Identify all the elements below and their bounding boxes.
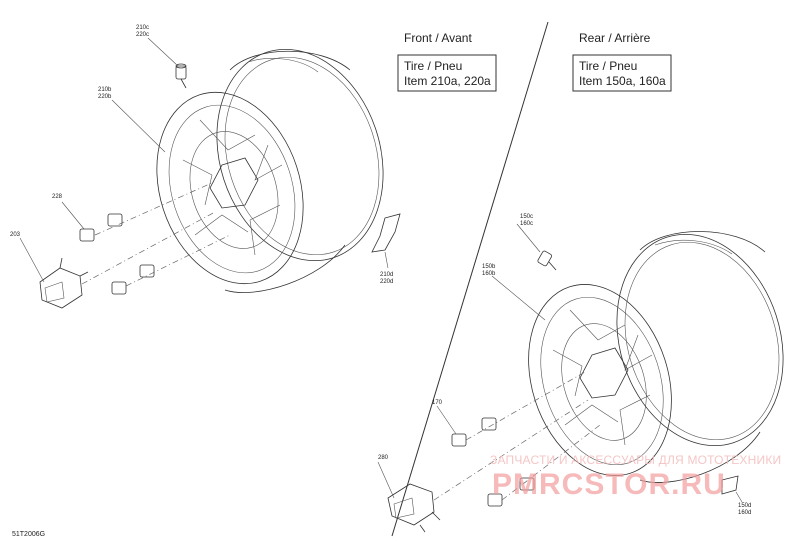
front-box-line2: Item 210a, 220a	[404, 74, 491, 88]
front-lug-nuts	[79, 213, 155, 295]
front-hub	[39, 257, 89, 309]
callout-rear-hub: 280	[378, 455, 389, 461]
front-tire-box	[397, 54, 497, 92]
callout-rear-weight-b: 160d	[738, 510, 751, 516]
rear-hub	[387, 483, 441, 533]
section-divider	[391, 21, 549, 537]
callout-rear-nut: 170	[432, 400, 443, 406]
callout-rear-rim-b: 160b	[482, 271, 496, 277]
watermark-line1: ЗАПЧАСТИ И АКСЕССУАРЫ ДЛЯ МОТОТЕХНИКИ	[490, 453, 781, 467]
rear-box-line1: Tire / Pneu	[579, 59, 637, 73]
callout-front-valve-b: 220c	[136, 32, 149, 38]
callout-front-valve-a: 210c	[136, 25, 149, 31]
rear-wheel-weight	[721, 475, 739, 495]
watermark-line2: PMRCSTOR.RU	[492, 468, 726, 501]
rear-header: Rear / Arrière	[579, 31, 651, 45]
front-wheel	[19, 37, 401, 309]
callout-front-nut: 228	[52, 194, 63, 200]
rear-tire-box	[572, 54, 672, 92]
rear-valve-stem	[537, 250, 557, 271]
callout-front-weight-b: 220d	[380, 279, 393, 285]
front-wheel-weight	[371, 213, 401, 253]
front-valve-stem	[175, 63, 187, 89]
callout-rear-rim-a: 150b	[482, 264, 496, 270]
callout-front-rim-b: 220b	[98, 94, 112, 100]
rear-wheel	[377, 223, 784, 533]
front-header: Front / Avant	[404, 31, 472, 45]
callout-front-hub: 203	[10, 232, 21, 238]
callout-rear-valve-a: 150c	[520, 214, 533, 220]
front-box-line1: Tire / Pneu	[404, 59, 462, 73]
callout-front-rim-a: 210b	[98, 87, 112, 93]
figure-code: 51T2006G	[12, 531, 45, 538]
watermark: ЗАПЧАСТИ И АКСЕССУАРЫ ДЛЯ МОТОТЕХНИКИ PM…	[490, 453, 781, 501]
callout-rear-valve-b: 160c	[520, 221, 533, 227]
callout-front-weight-a: 210d	[380, 272, 393, 278]
rear-box-line2: Item 150a, 160a	[579, 74, 666, 88]
callout-rear-weight-a: 150d	[738, 503, 751, 509]
